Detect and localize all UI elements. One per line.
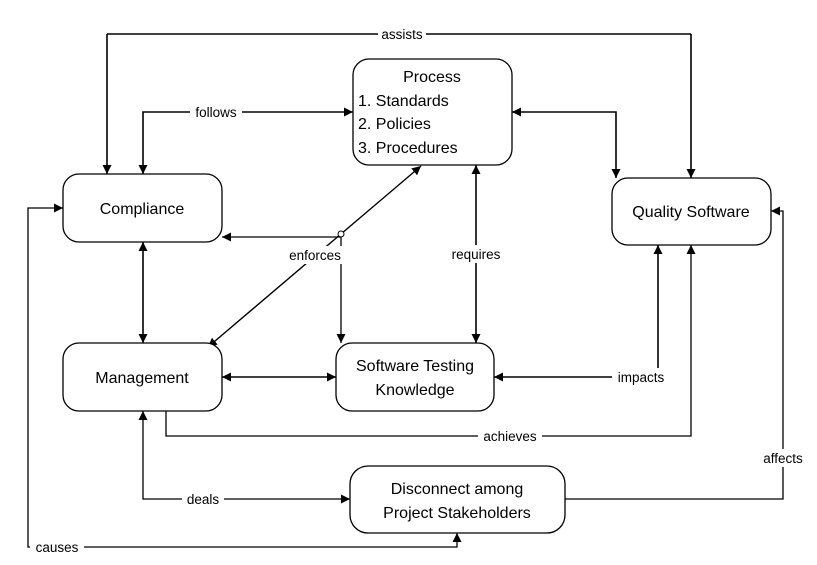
causes-line	[27, 203, 462, 548]
stk-label-line-1: Software Testing	[356, 358, 474, 375]
process-item-2: 2. Policies	[358, 116, 431, 133]
disconnect-label-line-1: Disconnect among	[391, 481, 524, 498]
node-software-testing-knowledge: Software Testing Knowledge	[335, 342, 495, 412]
edge-label-affects: affects	[763, 451, 803, 466]
edge-enforces: enforces	[207, 165, 422, 348]
edge-label-enforces: enforces	[289, 248, 341, 263]
node-management: Management	[62, 342, 223, 412]
affects-line	[565, 206, 784, 500]
stk-label-line-2: Knowledge	[375, 382, 454, 399]
stk-box	[335, 342, 495, 412]
compliance-label: Compliance	[100, 201, 185, 218]
disconnect-box	[349, 465, 566, 534]
edge-impacts: impacts	[494, 245, 670, 386]
edge-label-follows: follows	[195, 105, 237, 120]
edge-affects: affects	[565, 206, 812, 500]
management-box	[62, 342, 223, 412]
process-title: Process	[403, 69, 461, 86]
follows-label-bg	[190, 103, 242, 121]
achieves-label-bg	[478, 427, 542, 445]
edge-causes: causes	[27, 203, 462, 556]
follows-line	[138, 107, 353, 174]
process-item-3: 3. Procedures	[358, 140, 458, 157]
compliance-box	[62, 173, 223, 243]
edge-label-assists: assists	[381, 27, 423, 42]
edge-label-impacts: impacts	[618, 370, 665, 385]
edge-deals: deals	[138, 411, 350, 508]
edge-label-deals: deals	[187, 492, 220, 507]
impacts-label-bg	[612, 368, 670, 386]
quality-software-label: Quality Software	[632, 204, 749, 221]
quality-software-box	[611, 177, 772, 246]
edge-process-quality	[512, 107, 621, 178]
node-disconnect: Disconnect among Project Stakeholders	[349, 465, 566, 534]
line-hop	[337, 230, 345, 238]
edge-follows: follows	[138, 103, 353, 174]
process-box	[352, 58, 513, 166]
process-item-1: 1. Standards	[358, 93, 449, 110]
edge-label-causes: causes	[36, 540, 79, 555]
edge-label-requires: requires	[452, 247, 501, 262]
disconnect-label-line-2: Project Stakeholders	[383, 505, 531, 522]
node-process: Process 1. Standards 2. Policies 3. Proc…	[352, 58, 513, 166]
node-compliance: Compliance	[62, 173, 223, 243]
management-label: Management	[95, 370, 189, 387]
assists-label-bg	[378, 25, 426, 43]
deals-line	[138, 411, 350, 504]
edge-assists: assists	[102, 25, 696, 178]
node-quality-software: Quality Software	[611, 177, 772, 246]
process-quality-line	[512, 107, 621, 178]
causes-label-bg	[30, 538, 84, 556]
edge-requires: requires	[444, 165, 508, 343]
edge-label-achieves: achieves	[483, 429, 537, 444]
affects-label-bg	[754, 449, 812, 467]
